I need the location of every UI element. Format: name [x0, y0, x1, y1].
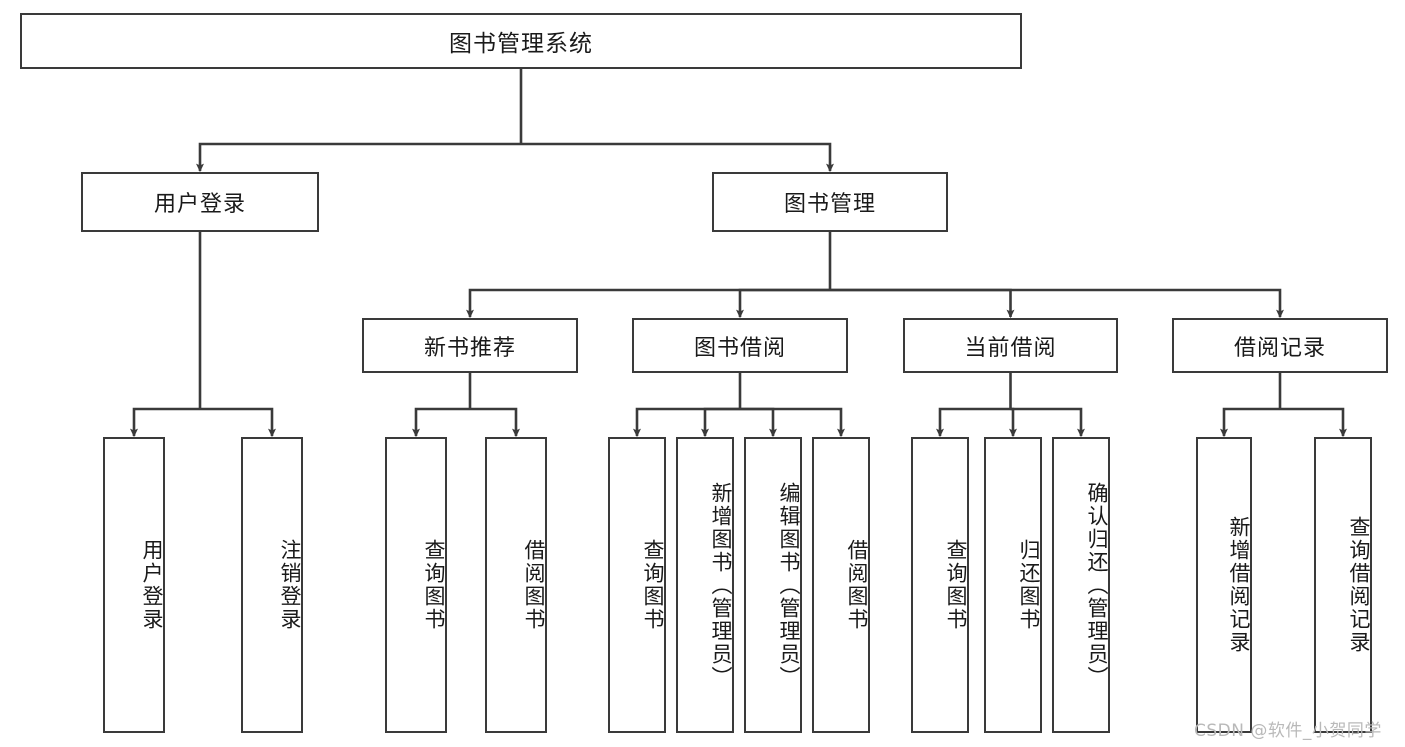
- edge-book-manage-to-borrow-record: [830, 288, 1284, 319]
- edge-current-borrow-to-leaf-return-book: [1009, 407, 1017, 438]
- node-leaf-edit-book[interactable]: 编辑图书（管理员）: [744, 437, 802, 733]
- edge-borrow-record-to-leaf-add-record: [1220, 407, 1280, 438]
- edge-book-borrow-to-leaf-edit-book: [740, 407, 777, 438]
- node-label: 查询图书: [641, 539, 665, 631]
- node-leaf-borrow-book[interactable]: 借阅图书: [812, 437, 870, 733]
- node-label: 图书管理: [783, 192, 876, 217]
- node-leaf-query-book-cur[interactable]: 查询图书: [911, 437, 969, 733]
- edge-borrow-record-to-leaf-query-record: [1280, 407, 1347, 438]
- edge-root-to-book-manage: [521, 142, 834, 173]
- node-label: 借阅图书: [845, 539, 869, 631]
- node-label: 用户登录: [153, 192, 246, 217]
- edge-book-borrow-to-leaf-query-book-borrow: [633, 407, 740, 438]
- node-label: 新增图书（管理员）: [709, 481, 733, 689]
- node-label: 用户登录: [140, 539, 164, 631]
- node-label: 借阅图书: [522, 539, 546, 631]
- edge-new-book-recommend-to-leaf-query-book-rec: [412, 407, 470, 438]
- node-label: 图书管理系统: [449, 31, 593, 57]
- node-new-book-recommend[interactable]: 新书推荐: [362, 318, 578, 373]
- node-leaf-return-book[interactable]: 归还图书: [984, 437, 1042, 733]
- edge-new-book-recommend-to-leaf-borrow-book-rec: [470, 407, 520, 438]
- node-leaf-add-book[interactable]: 新增图书（管理员）: [676, 437, 734, 733]
- edge-current-borrow-to-leaf-query-book-cur: [936, 407, 1011, 438]
- node-label: 确认归还（管理员）: [1085, 481, 1109, 689]
- edge-user-login-to-leaf-user-logout: [200, 407, 276, 438]
- node-leaf-add-record[interactable]: 新增借阅记录: [1196, 437, 1252, 733]
- edge-root-to-user-login: [196, 142, 521, 173]
- node-borrow-record[interactable]: 借阅记录: [1172, 318, 1388, 373]
- edge-book-borrow-to-leaf-add-book: [701, 407, 740, 438]
- edge-book-borrow-to-leaf-borrow-book: [740, 407, 845, 438]
- edge-current-borrow-to-leaf-confirm-return: [1010, 407, 1085, 438]
- edge-book-manage-to-book-borrow: [736, 288, 830, 319]
- node-label: 新书推荐: [423, 335, 516, 361]
- node-leaf-user-login[interactable]: 用户登录: [103, 437, 165, 733]
- node-root[interactable]: 图书管理系统: [20, 13, 1022, 69]
- node-leaf-user-logout[interactable]: 注销登录: [241, 437, 303, 733]
- node-label: 注销登录: [278, 539, 302, 631]
- node-leaf-query-record[interactable]: 查询借阅记录: [1314, 437, 1372, 733]
- node-book-manage[interactable]: 图书管理: [712, 172, 948, 232]
- edge-user-login-to-leaf-user-login: [130, 407, 200, 438]
- node-label: 查询图书: [944, 539, 968, 631]
- node-label: 归还图书: [1017, 539, 1041, 631]
- node-label: 查询借阅记录: [1347, 516, 1371, 654]
- node-label: 编辑图书（管理员）: [777, 481, 801, 689]
- node-current-borrow[interactable]: 当前借阅: [903, 318, 1118, 373]
- node-leaf-borrow-book-rec[interactable]: 借阅图书: [485, 437, 547, 733]
- node-label: 当前借阅: [964, 335, 1057, 361]
- node-leaf-confirm-return[interactable]: 确认归还（管理员）: [1052, 437, 1110, 733]
- edge-book-manage-to-new-book-recommend: [466, 288, 830, 319]
- edge-book-manage-to-current-borrow: [830, 288, 1015, 319]
- node-user-login[interactable]: 用户登录: [81, 172, 319, 232]
- node-label: 图书借阅: [693, 335, 786, 361]
- node-leaf-query-book-rec[interactable]: 查询图书: [385, 437, 447, 733]
- node-book-borrow[interactable]: 图书借阅: [632, 318, 848, 373]
- node-label: 新增借阅记录: [1227, 516, 1251, 654]
- node-label: 借阅记录: [1233, 335, 1326, 361]
- node-label: 查询图书: [422, 539, 446, 631]
- node-leaf-query-book-borrow[interactable]: 查询图书: [608, 437, 666, 733]
